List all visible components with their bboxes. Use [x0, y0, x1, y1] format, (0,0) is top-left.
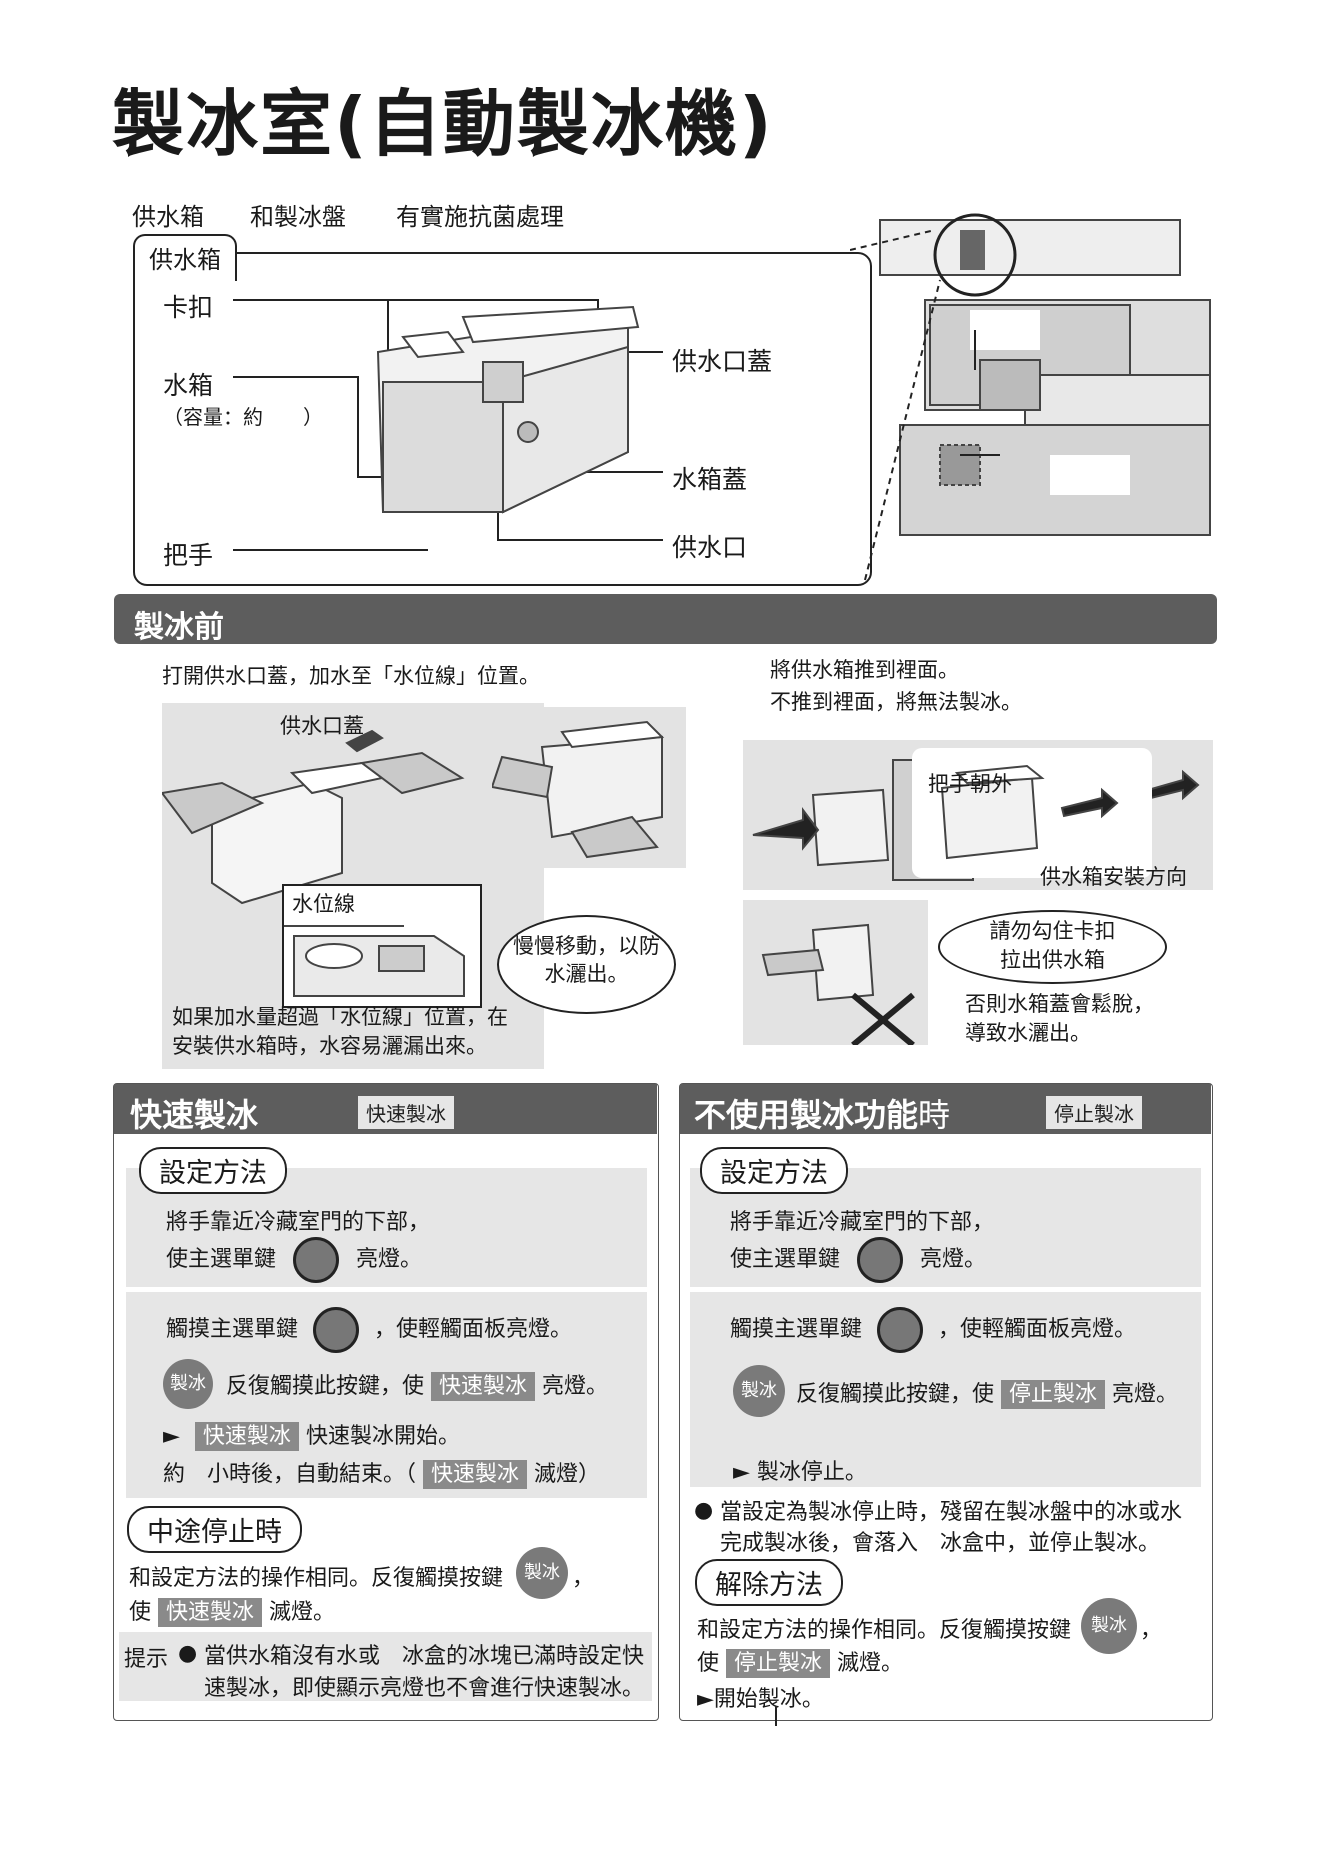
fill-water-drawing	[162, 729, 465, 905]
stop-ice-setup-heading: 設定方法	[700, 1147, 848, 1194]
quick-ice-stop-line1-end: ，	[572, 1566, 595, 1591]
section-before-bar: 製冰前	[114, 594, 1217, 645]
water-tank-illustration	[233, 299, 663, 551]
tank-diagram-box	[133, 252, 872, 586]
stop-ice-panel	[679, 1083, 1213, 1721]
overfill-note: 如果加水量超過「水位線」位置，在 安裝供水箱時，水容易灑漏出來。	[172, 1005, 508, 1059]
label-tank-lid: 水箱蓋	[672, 465, 748, 494]
quick-ice-stop-line2: 使 快速製冰 滅燈。	[129, 1598, 336, 1627]
stop-ice-title: 不使用製冰功能時	[694, 1096, 951, 1134]
handle-out-label: 把手朝外	[928, 772, 1012, 796]
quick-ice-line3: 觸摸主選單鍵 ，使輕觸面板亮燈。	[166, 1306, 572, 1354]
warning-bubble: 請勿勾住卡扣 拉出供水箱	[938, 910, 1167, 984]
main-menu-key-icon	[857, 1237, 904, 1283]
callout-dashes	[850, 229, 941, 581]
subtitle-part-1: 供水箱	[132, 203, 204, 231]
fill-inlet-cover-label: 供水口蓋	[280, 714, 364, 738]
quick-ice-line4-chip: 快速製冰	[431, 1372, 536, 1401]
quick-ice-setup-bg2	[126, 1292, 647, 1498]
hint-bullet: ●	[178, 1641, 198, 1666]
hint-text: 當供水箱沒有水或 冰盒的冰塊已滿時設定快 速製冰，即使顯示亮燈也不會進行快速製冰…	[204, 1644, 645, 1701]
carry-tank-drawing	[492, 720, 665, 859]
quick-ice-panel	[113, 1083, 659, 1721]
stop-ice-chip: 停止製冰	[1046, 1096, 1142, 1129]
quick-ice-line2: 使主選單鍵 亮燈。	[166, 1236, 422, 1284]
main-menu-key-icon	[313, 1307, 360, 1353]
stop-ice-line2: 使主選單鍵 亮燈。	[730, 1236, 986, 1284]
stop-ice-rel-line1: 和設定方法的操作相同。反復觸摸按鍵	[697, 1618, 1072, 1643]
label-capacity: （容量：約 ）	[163, 405, 323, 429]
quick-ice-hint-box	[119, 1632, 652, 1701]
install-direction-label: 供水箱安裝方向	[1040, 865, 1187, 889]
before-step2-text: 將供水箱推到裡面。 不推到裡面，將無法製冰。	[770, 658, 1022, 714]
quick-ice-setup-heading: 設定方法	[139, 1147, 287, 1194]
ice-button-icon: 製冰	[733, 1365, 785, 1417]
quick-ice-line4: 反復觸摸此按鍵，使 快速製冰 亮燈。	[226, 1372, 609, 1401]
stop-ice-line1: 將手靠近冷藏室門的下部，	[730, 1210, 995, 1235]
stop-ice-rel-line3: ►開始製冰。	[697, 1687, 824, 1712]
underline-marker	[775, 1706, 777, 1726]
warning-note: 否則水箱蓋會鬆脫， 導致水灑出。	[965, 992, 1154, 1046]
quick-ice-stop-line1: 和設定方法的操作相同。反復觸摸按鍵	[129, 1566, 504, 1591]
label-handle: 把手	[163, 541, 214, 570]
fridge-illustration	[879, 213, 1211, 536]
ice-button-icon: 製冰	[163, 1359, 213, 1409]
wrong-pull-drawing	[761, 923, 915, 1045]
install-direction-drawing	[940, 764, 1119, 860]
quick-ice-chip: 快速製冰	[358, 1096, 454, 1129]
label-tank: 水箱	[163, 371, 214, 400]
main-menu-key-icon	[877, 1307, 924, 1353]
ice-button-icon: 製冰	[516, 1547, 568, 1599]
water-line-drawing	[284, 925, 465, 997]
subtitle-part-2: 和製冰盤	[250, 203, 346, 231]
stop-ice-note-bullet: ●	[694, 1498, 714, 1523]
before-step1-text: 打開供水口蓋，加水至「水位線」位置。	[162, 664, 540, 688]
stop-ice-rel-line2: 使 停止製冰 滅燈。	[697, 1649, 904, 1678]
quick-ice-header: 快速製冰 快速製冰	[114, 1084, 657, 1134]
quick-ice-title: 快速製冰	[130, 1096, 259, 1134]
subtitle-part-3: 有實施抗菌處理	[396, 203, 564, 231]
water-line-label: 水位線	[292, 888, 355, 921]
stop-ice-line5: ► 製冰停止。	[733, 1460, 867, 1485]
label-clip: 卡扣	[163, 293, 214, 322]
stop-ice-line3: 觸摸主選單鍵 ，使輕觸面板亮燈。	[730, 1306, 1136, 1354]
stop-ice-line4: 反復觸摸此按鍵，使 停止製冰 亮燈。	[796, 1380, 1179, 1409]
stop-ice-release-heading: 解除方法	[695, 1559, 843, 1606]
quick-ice-line1: 將手靠近冷藏室門的下部，	[166, 1210, 431, 1235]
label-inlet-cover: 供水口蓋	[672, 347, 773, 376]
stop-ice-header: 不使用製冰功能時 停止製冰	[680, 1084, 1211, 1134]
page-title: 製冰室(自動製冰機)	[112, 82, 774, 166]
tank-diagram-tab: 供水箱	[133, 234, 237, 281]
quick-ice-stop-heading: 中途停止時	[127, 1506, 302, 1553]
ice-button-icon: 製冰	[1081, 1598, 1137, 1654]
hint-label: 提示	[124, 1647, 169, 1672]
slow-move-bubble: 慢慢移動，以防 水灑出。	[497, 915, 676, 1014]
quick-ice-line5: ► 快速製冰 快速製冰開始。	[163, 1422, 460, 1451]
stop-ice-rel-line1-end: ，	[1140, 1618, 1163, 1643]
section-before-title: 製冰前	[134, 610, 224, 645]
label-inlet: 供水口	[672, 533, 748, 562]
stop-ice-note: 當設定為製冰停止時，殘留在製冰盤中的冰或水 完成製冰後，會落入 冰盒中，並停止製…	[720, 1500, 1183, 1556]
main-menu-key-icon	[293, 1237, 340, 1283]
quick-ice-line6: 約 小時後，自動結束。（ 快速製冰 滅燈）	[163, 1460, 601, 1489]
